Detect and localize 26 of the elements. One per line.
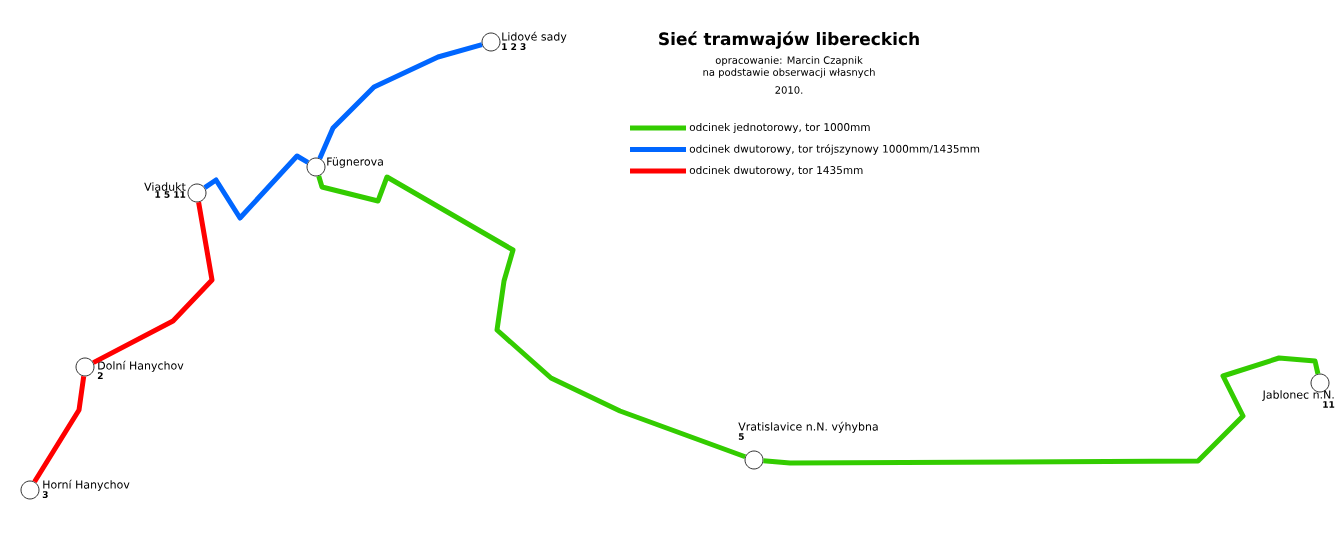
legend-text: odcinek jednotorowy, tor 1000mm [689, 122, 870, 134]
track-line [763, 355, 1321, 466]
line-numbers: 1 5 11 [155, 191, 186, 198]
credit-text: na podstawie obserwacji własnych [703, 68, 875, 78]
track-line [316, 174, 747, 460]
track-line [92, 201, 215, 365]
line-numbers: 3 [42, 491, 48, 498]
track-line [317, 42, 483, 160]
track-line [203, 153, 310, 221]
title: Sieć tramwajów libereckich [659, 31, 919, 49]
station-name: Vratislavice n.N. výhybna [738, 421, 878, 433]
legend-text: odcinek dwutorowy, tor trójszynowy 1000mm/1435mm [689, 144, 980, 155]
station-name: Dolní Hanychov [98, 360, 184, 372]
station-name: Horní Hanychov [43, 479, 130, 491]
legend-text: odcinek dwutorowy, tor 1435mm [689, 165, 863, 177]
line-numbers: 2 [97, 372, 103, 379]
station-name: Viadukt [144, 182, 186, 191]
station-name: Fügnerova [327, 157, 383, 168]
station-name: Lidové sady [502, 31, 567, 43]
line-numbers: 1 2 3 [502, 43, 526, 50]
station-name: Jablonec n.N. [1262, 390, 1334, 401]
credit-text: opracowanie: Marcin Czapnik [715, 56, 863, 66]
credit-text: 2010. [775, 86, 803, 94]
line-numbers: 11 [1323, 401, 1335, 408]
line-numbers: 5 [738, 433, 744, 440]
track-line [32, 375, 87, 484]
